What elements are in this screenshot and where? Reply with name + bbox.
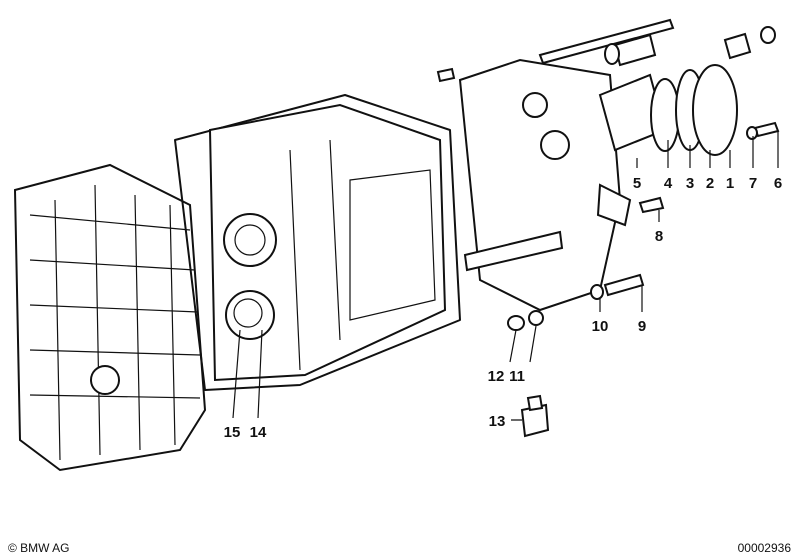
callout-14: 14	[250, 424, 267, 441]
callout-7: 7	[749, 175, 757, 192]
callout-labels: 1 2 3 4 5 6 7 8 9 10 11 12 13 14 15	[224, 175, 783, 441]
rear-cover-housing	[458, 58, 632, 312]
callout-15: 15	[224, 424, 241, 441]
leader-lines	[232, 130, 779, 421]
callout-4: 4	[664, 175, 673, 192]
callout-11: 11	[509, 368, 525, 385]
gearbox-housing	[13, 163, 207, 472]
copyright-label: © BMW AG	[8, 541, 70, 555]
callout-5: 5	[633, 175, 641, 192]
callout-1: 1	[726, 175, 734, 192]
output-flange-parts	[436, 18, 780, 438]
callout-3: 3	[686, 175, 694, 192]
callout-12: 12	[488, 368, 505, 385]
callout-2: 2	[706, 175, 714, 192]
callout-8: 8	[655, 228, 663, 245]
callout-6: 6	[774, 175, 782, 192]
callout-9: 9	[638, 318, 646, 335]
diagram-number: 00002936	[737, 541, 791, 555]
intermediate-housing	[174, 94, 461, 391]
callout-10: 10	[592, 318, 609, 335]
callout-13: 13	[489, 413, 506, 430]
